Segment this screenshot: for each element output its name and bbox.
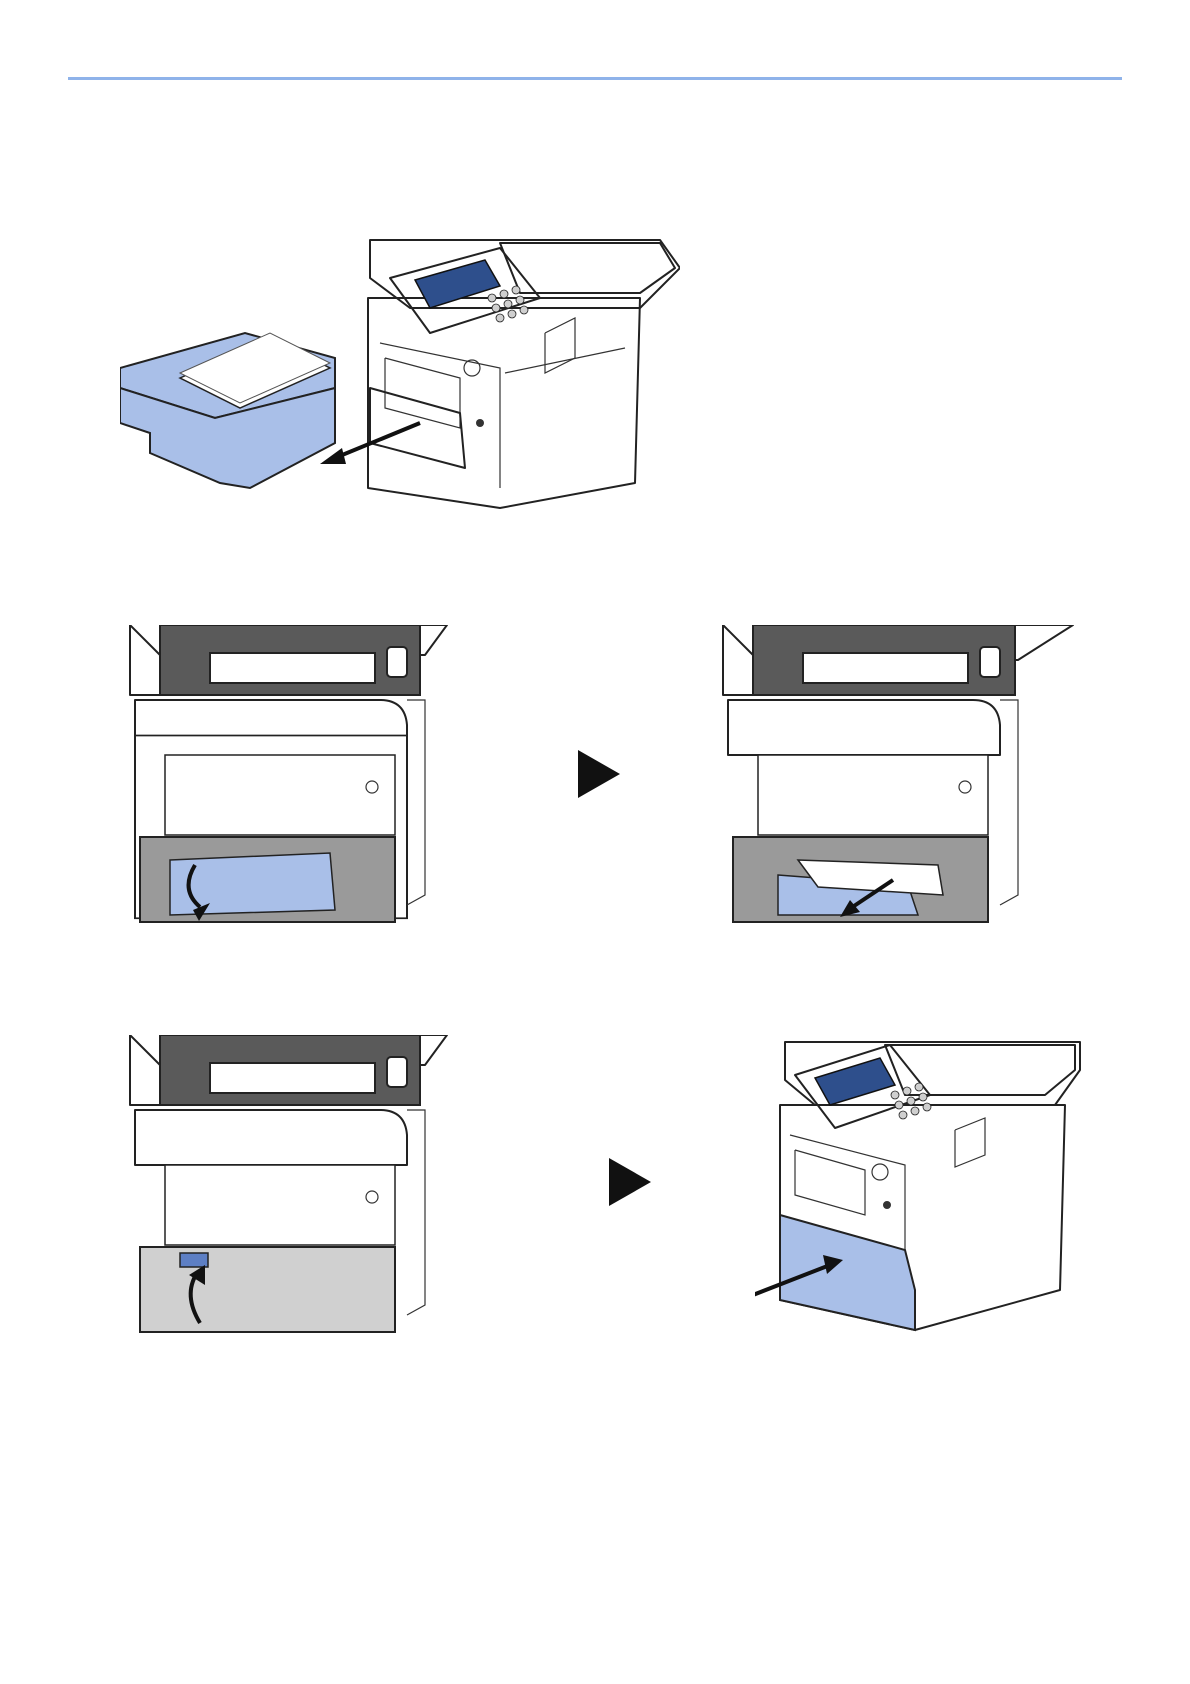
- header-rule: [68, 77, 1122, 80]
- next-step-arrow-icon: [578, 750, 620, 803]
- inner-cover-close-icon: [125, 1035, 450, 1345]
- printer-cassette-pull-out-icon: [120, 238, 680, 528]
- next-step-arrow-icon: [609, 1158, 651, 1211]
- remove-jammed-paper-icon: [718, 625, 1078, 935]
- printer-cassette-push-in-icon: [755, 1040, 1085, 1340]
- inner-cover-open-icon: [125, 625, 450, 935]
